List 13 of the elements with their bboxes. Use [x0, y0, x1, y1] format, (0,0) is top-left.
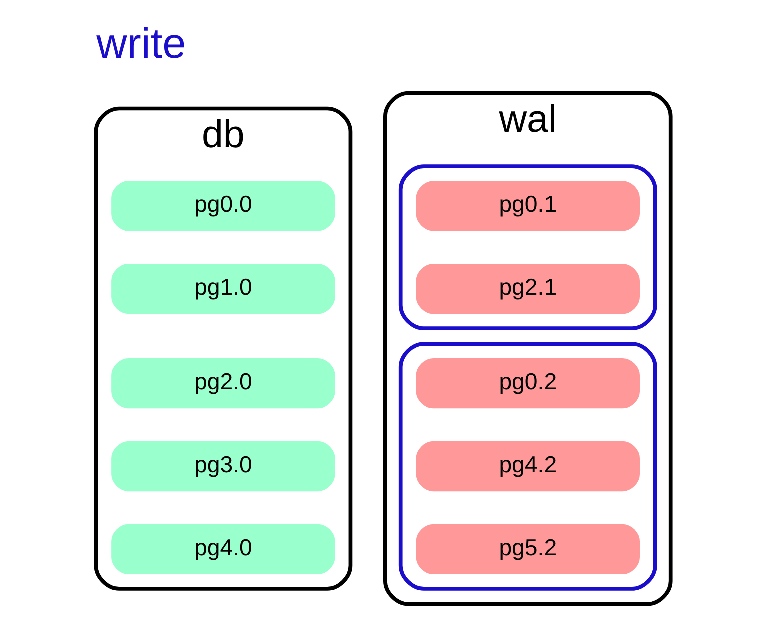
node-box: pg4.2	[416, 441, 640, 492]
node-box: pg5.2	[416, 524, 640, 574]
node-box: pg4.0	[111, 524, 335, 574]
node-box: pg2.0	[111, 358, 335, 409]
node-box: pg0.0	[111, 181, 335, 232]
node-box: pg0.2	[416, 358, 640, 409]
node-box: pg1.0	[111, 264, 335, 314]
node-box: pg2.1	[416, 264, 640, 314]
node-box: pg3.0	[111, 441, 335, 492]
node-box: pg0.1	[416, 181, 640, 232]
cluster	[398, 164, 657, 331]
cluster	[398, 342, 657, 591]
diagram-title: write	[96, 20, 186, 67]
